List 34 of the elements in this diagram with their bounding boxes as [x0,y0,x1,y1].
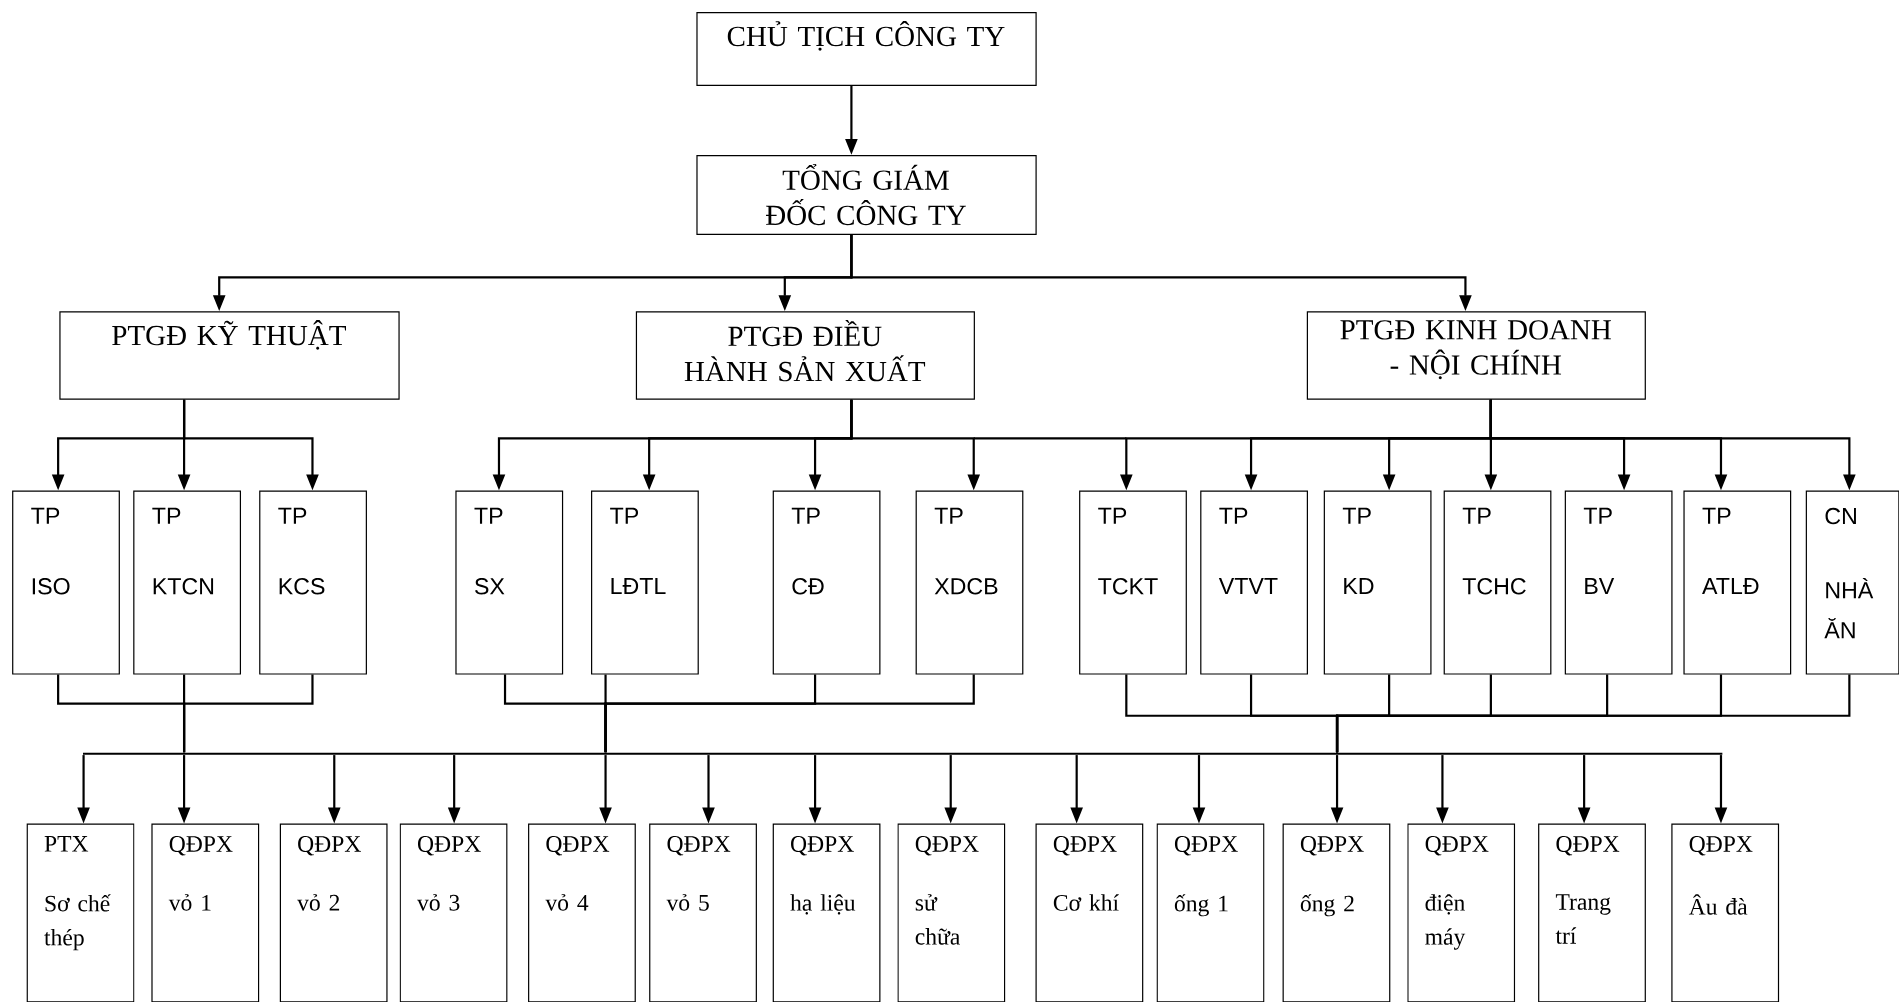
org-box: QĐPX Âu đà [1671,823,1780,1002]
org-box: TP SX [455,490,564,675]
org-box: TP TCHC [1443,490,1552,675]
org-box: TP XDCB [915,490,1024,675]
org-box: TP LĐTL [591,490,699,675]
org-box: QĐPX Trang trí [1538,823,1646,1002]
org-box: QĐPX ống 2 [1282,823,1391,1002]
org-box: TP KTCN [133,490,241,675]
org-box: QĐPX Cơ khí [1035,823,1144,1002]
org-box: TP KD [1323,490,1432,675]
org-box: TP TCKT [1079,490,1187,675]
org-box: TP BV [1564,490,1673,675]
org-box: PTGĐ KINH DOANH - NỘI CHÍNH [1306,311,1646,400]
org-box: QĐPX sử chữa [897,823,1006,1002]
org-box: QĐPX vỏ 1 [151,823,260,1002]
org-box: QĐPX vỏ 5 [649,823,757,1002]
org-box: QĐPX vỏ 4 [528,823,636,1002]
org-box: PTGĐ ĐIỀU HÀNH SẢN XUẤT [635,311,975,400]
org-box: PTX Sơ chế thép [26,823,135,1002]
org-box: TỔNG GIÁM ĐỐC CÔNG TY [696,155,1037,235]
org-box: PTGĐ KỸ THUẬT [59,311,400,400]
org-box: TP CĐ [772,490,881,675]
org-box: TP KCS [259,490,367,675]
org-box: QĐPX điện máy [1407,823,1516,1002]
org-box: TP VTVT [1200,490,1308,675]
org-box: CN NHÀ ĂN [1805,490,1899,675]
org-box: TP ATLĐ [1683,490,1792,675]
org-box: TP ISO [12,490,120,675]
org-box: CHỦ TỊCH CÔNG TY [696,12,1037,86]
org-box: QĐPX vỏ 2 [279,823,388,1002]
org-box: QĐPX vỏ 3 [399,823,508,1002]
org-box: QĐPX hạ liệu [772,823,881,1002]
org-box: QĐPX ống 1 [1156,823,1265,1002]
bus-bar [83,752,1723,755]
